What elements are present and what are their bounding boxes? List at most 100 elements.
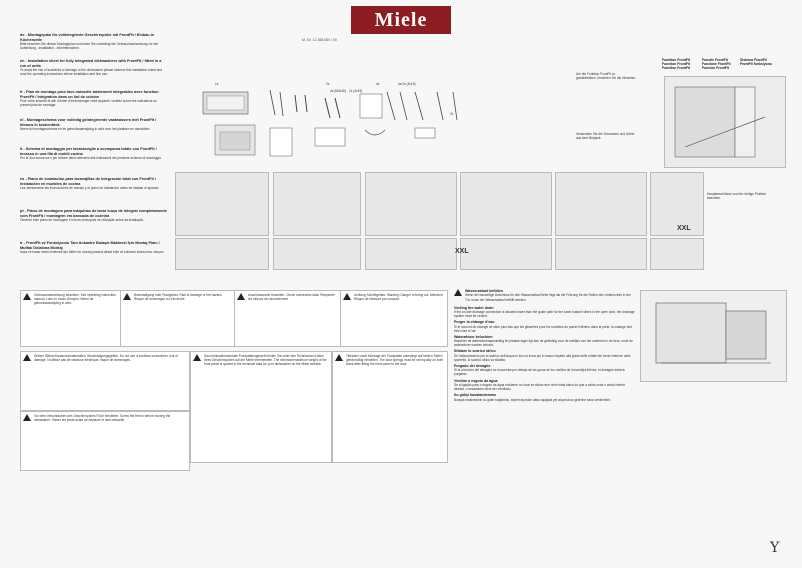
warning-icon — [335, 354, 343, 361]
section-heading: Su gidişi havalandırması — [454, 393, 497, 398]
warning-box-1: Gebrauchsanweisung beachten. See operati… — [20, 290, 122, 347]
step-illustration-1 — [175, 172, 269, 236]
warning-box-4: Achtung Schnittgefahr. Warning: Danger o… — [340, 290, 448, 347]
function-col-3: Sistema FrontFit FrontFit fonksiyonu — [740, 58, 772, 66]
section-heading: Sfiatare lo scarico idrico — [454, 349, 496, 354]
lang-block-tr: tr - FrontFit ve Fonksiyonlu Tam Ankastr… — [20, 241, 168, 254]
frontfit-drawing — [674, 86, 766, 158]
warning-icon — [23, 354, 31, 361]
warning-icon — [193, 354, 201, 361]
step-illustration-12 — [650, 238, 704, 270]
water-drain-intro: Wenn der bauseitige Anschluss für den Wa… — [465, 293, 631, 302]
function-label: Fonction FrontFit — [662, 66, 691, 71]
warning-box-5: Keinen Silikon/Kautschukmaterialien, Bes… — [20, 351, 190, 411]
lang-block-de: de - Montageplan für vollintegrierte Ges… — [20, 33, 168, 51]
function-label: Function FrontFit — [662, 62, 691, 67]
note-3: Hauptanschlüsse und die richtige Positio… — [707, 192, 767, 200]
lang-block-nl: nl - Montageschema voor volledig geïnteg… — [20, 118, 168, 131]
section-text: Si le raccord de vidange se situe plus b… — [454, 324, 632, 333]
warning-box-3: Anschlusswerte beachten. Check connectio… — [234, 290, 342, 347]
section-heading: Waterafvoer beluchten — [454, 334, 493, 339]
parts-label-1: 1x — [215, 82, 219, 86]
step-illustration-4 — [460, 172, 552, 236]
step-illustration-3 — [365, 172, 457, 236]
step-illustration-7 — [175, 238, 269, 270]
warning-text: Tiefadern nach Montage der Frontplatte u… — [346, 354, 444, 367]
step-illustration-6 — [650, 172, 704, 236]
note-2: Verwenden Sie die Schrauben und Dübel au… — [576, 132, 635, 140]
warning-text: Vor dem Verschrauben des Geschirrspülers… — [34, 414, 171, 423]
lang-note-en: To avoid the risk of accidents or damage… — [20, 68, 163, 77]
lang-title-en: en - Installation sheet for fully integr… — [20, 59, 162, 68]
lang-title-fr: fr - Plan de montage pour lave-vaisselle… — [20, 90, 159, 99]
function-col-1: Funktion FrontFit Function FrontFit Fonc… — [662, 58, 690, 71]
signature-mark: Y — [770, 540, 780, 556]
lang-block-pt: pt - Plano de montagem para máquinas de … — [20, 209, 168, 222]
warning-box-7: Tiefadern nach Montage der Frontplatte u… — [332, 351, 448, 463]
section-text: Wanneer de waterafvoeraansluiting ter pl… — [454, 339, 633, 348]
lang-title-it: it - Schema di montaggio per lavastovigl… — [20, 147, 157, 156]
warning-icon — [123, 293, 131, 300]
warning-icon — [343, 293, 351, 300]
drain-drawing — [655, 302, 771, 364]
step-illustration-11 — [555, 238, 647, 270]
step-illustration-5 — [555, 172, 647, 236]
warning-text: Keinen Silikon/Kautschukmaterialien, Bes… — [34, 354, 178, 363]
warning-icon — [23, 414, 31, 421]
warning-icon — [23, 293, 31, 300]
section-text: Se l'allacciamento per lo scarico dell'a… — [454, 353, 631, 362]
function-label: Función FrontFit — [702, 66, 729, 71]
lang-block-fr: fr - Plan de montage pour lave-vaisselle… — [20, 90, 168, 108]
lang-title-de: de - Montageplan für vollintegrierte Ges… — [20, 33, 154, 42]
section-heading: Venting the water drain — [454, 305, 494, 310]
lang-title-pt: pt - Plano de montagem para máquinas de … — [20, 209, 167, 218]
lang-note-fr: Pour votre sécurité et afin d'éviter d'e… — [20, 99, 157, 108]
lang-note-it: Per la Sua sicurezza e per evitare danni… — [20, 156, 162, 161]
lang-note-pt: Observe este plano de montagem e leia as… — [20, 218, 145, 223]
warning-icon — [454, 289, 462, 296]
parts-drawing — [202, 89, 458, 157]
warning-text: Das minimale/maximale Frontplattengewich… — [204, 354, 327, 367]
water-drain-title: Wasserablauf befüllen — [465, 289, 504, 293]
warning-text: Achtung Schnittgefahr. Warning: Danger o… — [354, 293, 444, 302]
warning-box-2: Beschädigung oder Rostgefahr. Risk of da… — [120, 290, 236, 347]
lang-note-tr: Kaza ve hasar riskini önlemek için lütfe… — [20, 250, 165, 255]
lang-note-es: Lea atentamente las instrucciones de man… — [20, 186, 160, 191]
lang-note-de: Bitte beachten Sie diesen Montageplan un… — [20, 42, 159, 51]
function-label: Funktion FrontFit — [662, 58, 691, 62]
section-text: Se a ligação para o esgoto da água exist… — [454, 382, 626, 392]
section-text: Si la conexión del desagüe se encuentra … — [454, 368, 625, 377]
section-heading: Purgado del desagüe — [454, 363, 491, 368]
lang-note-nl: Neem dit montageschema en de gebruiksaan… — [20, 127, 151, 132]
warning-icon — [237, 293, 245, 300]
section-text: Bulaşık makinesinin su gider bağlantısı,… — [454, 397, 611, 402]
function-label: Funzione FrontFit — [702, 62, 731, 67]
lang-title-tr: tr - FrontFit ve Fonksiyonlu Tam Ankastr… — [20, 241, 160, 250]
warning-text: Beschädigung oder Rostgefahr. Risk of da… — [134, 293, 223, 302]
parts-label-2: 2x — [326, 82, 330, 86]
step-illustration-10 — [460, 238, 552, 270]
warning-box-6: Das minimale/maximale Frontplattengewich… — [190, 351, 332, 463]
water-drain-block: Wasserablauf befüllen Wenn der bauseitig… — [454, 289, 635, 404]
function-label: Sistema FrontFit — [740, 58, 767, 62]
warning-box-8: Vor dem Verschrauben des Geschirrspülers… — [20, 411, 190, 471]
parts-illustration-row — [175, 80, 575, 160]
drain-diagram — [640, 290, 787, 382]
frontfit-diagram — [664, 76, 786, 168]
xxl-label-1: XXL — [455, 248, 469, 255]
step-illustration-9 — [365, 238, 457, 270]
step-illustration-2 — [273, 172, 361, 236]
brand-logo: Miele — [351, 6, 451, 34]
parts-label-7: 2x — [450, 112, 454, 116]
lang-title-es: es - Plano de instalación para lavavajil… — [20, 177, 156, 186]
parts-label-6: 4x/1x (4x15) — [398, 82, 416, 86]
document-number: M.-Nr. 12 368 680 / 00 — [302, 38, 337, 42]
parts-label-4: 2x (4x15) — [349, 89, 363, 93]
lang-block-es: es - Plano de instalación para lavavajil… — [20, 177, 168, 190]
xxl-label-2: XXL — [677, 225, 691, 232]
section-text: If the on-site drainage connection is si… — [454, 310, 635, 319]
warning-text: Gebrauchsanweisung beachten. See operati… — [34, 293, 116, 306]
lang-block-en: en - Installation sheet for fully integr… — [20, 59, 168, 77]
function-label: FrontFit fonksiyonu — [740, 62, 772, 67]
